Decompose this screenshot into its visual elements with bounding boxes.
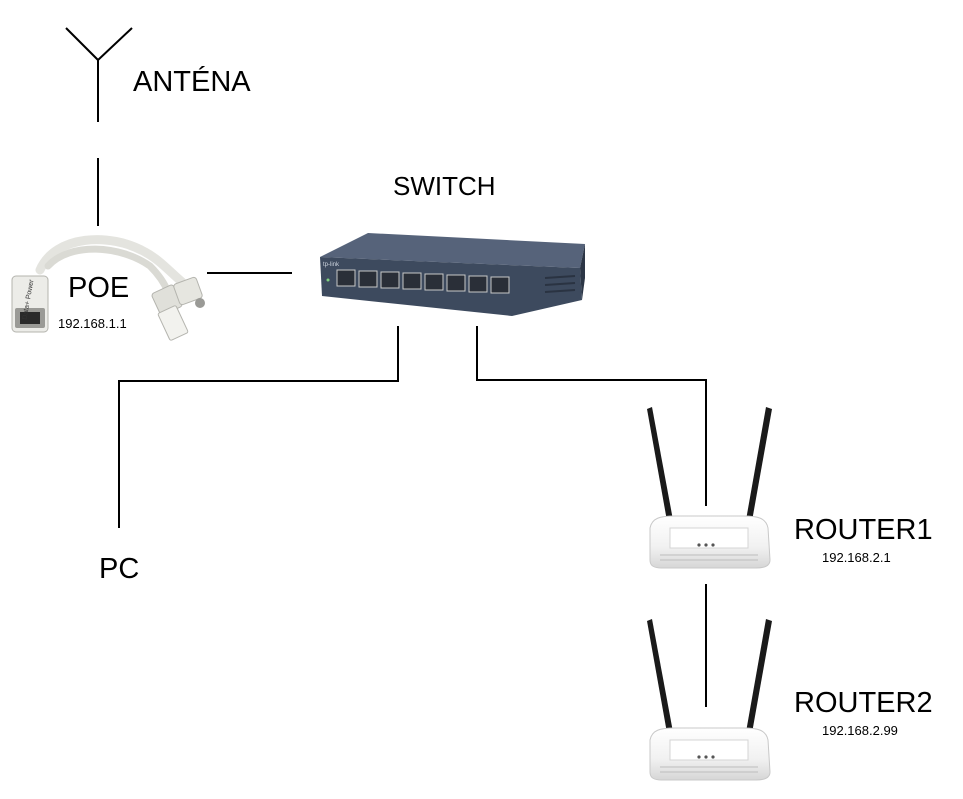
connection-switch-pc (118, 326, 399, 528)
router1-label: ROUTER1 (794, 514, 933, 546)
poe-ip: 192.168.1.1 (58, 316, 127, 331)
router2-label: ROUTER2 (794, 687, 933, 719)
router2-icon (647, 619, 772, 781)
antenna-label: ANTÉNA (133, 66, 251, 98)
poe-injector-icon (11, 235, 205, 341)
switch-label: SWITCH (393, 171, 496, 201)
connection-lines (97, 158, 707, 707)
network-switch-icon (320, 233, 585, 316)
poe-label: POE (68, 272, 130, 304)
antenna-icon (65, 27, 133, 122)
router2-ip: 192.168.2.99 (822, 723, 898, 738)
switch-brand-text: tp-link (323, 262, 340, 268)
connection-switch-router1 (476, 326, 707, 506)
pc-label: PC (99, 553, 140, 585)
router1-icon (647, 407, 772, 569)
router1-ip: 192.168.2.1 (822, 550, 891, 565)
